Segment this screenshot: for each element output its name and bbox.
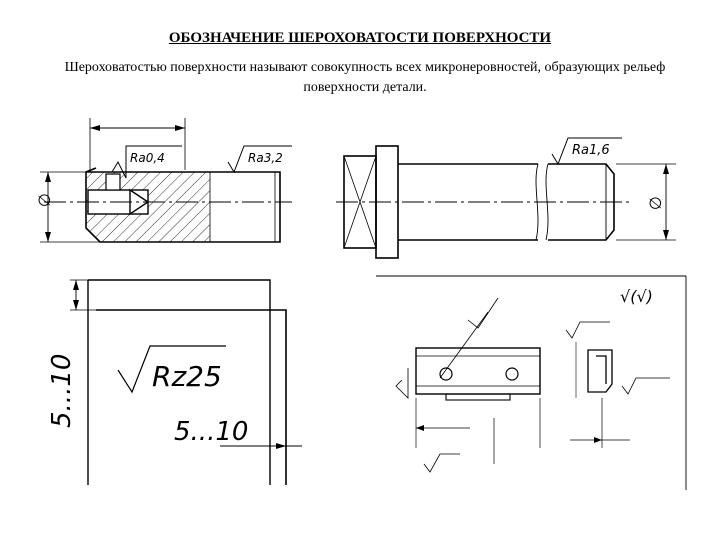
figure-shaft-collar: ∅ Ra1,6 bbox=[336, 137, 676, 259]
roughness-sign bbox=[551, 137, 622, 166]
roughness-sign-hole bbox=[111, 145, 182, 179]
part-outline bbox=[85, 167, 281, 243]
part-corner bbox=[87, 279, 271, 485]
dimension-vertical: 5...10 bbox=[47, 354, 77, 428]
roughness-mark: Rz25 bbox=[152, 360, 222, 393]
diameter-symbol: ∅ bbox=[35, 193, 54, 207]
figure-corner-rz: 5...10 Rz25 5...10 bbox=[47, 279, 302, 485]
diameter-symbol: ∅ bbox=[646, 196, 665, 210]
roughness-mark-hole: Ra0,4 bbox=[130, 151, 165, 165]
break-left bbox=[535, 163, 539, 241]
break-right bbox=[545, 163, 549, 241]
bracket-plate bbox=[415, 347, 541, 395]
page-title: ОБОЗНАЧЕНИЕ ШЕРОХОВАТОСТИ ПОВЕРХНОСТИ bbox=[168, 30, 552, 46]
intro-paragraph: Шероховатостью поверхности называют сово… bbox=[64, 60, 666, 95]
hole-left bbox=[439, 367, 453, 381]
bracket-profile bbox=[587, 349, 613, 393]
figure-bracket: √(√) bbox=[376, 275, 687, 490]
figure-shaft-hole: ∅ Ra0,4 Ra3,2 bbox=[35, 118, 292, 243]
roughness-sign bbox=[117, 345, 226, 394]
corner-mark: √(√) bbox=[620, 287, 653, 306]
roughness-mark: Ra1,6 bbox=[572, 143, 610, 158]
dimension-horizontal: 5...10 bbox=[174, 417, 248, 447]
roughness-mark-surface: Ra3,2 bbox=[248, 151, 283, 165]
roughness-sign-surface bbox=[227, 145, 292, 174]
hole-right bbox=[505, 367, 519, 381]
frame-lines bbox=[376, 275, 687, 490]
